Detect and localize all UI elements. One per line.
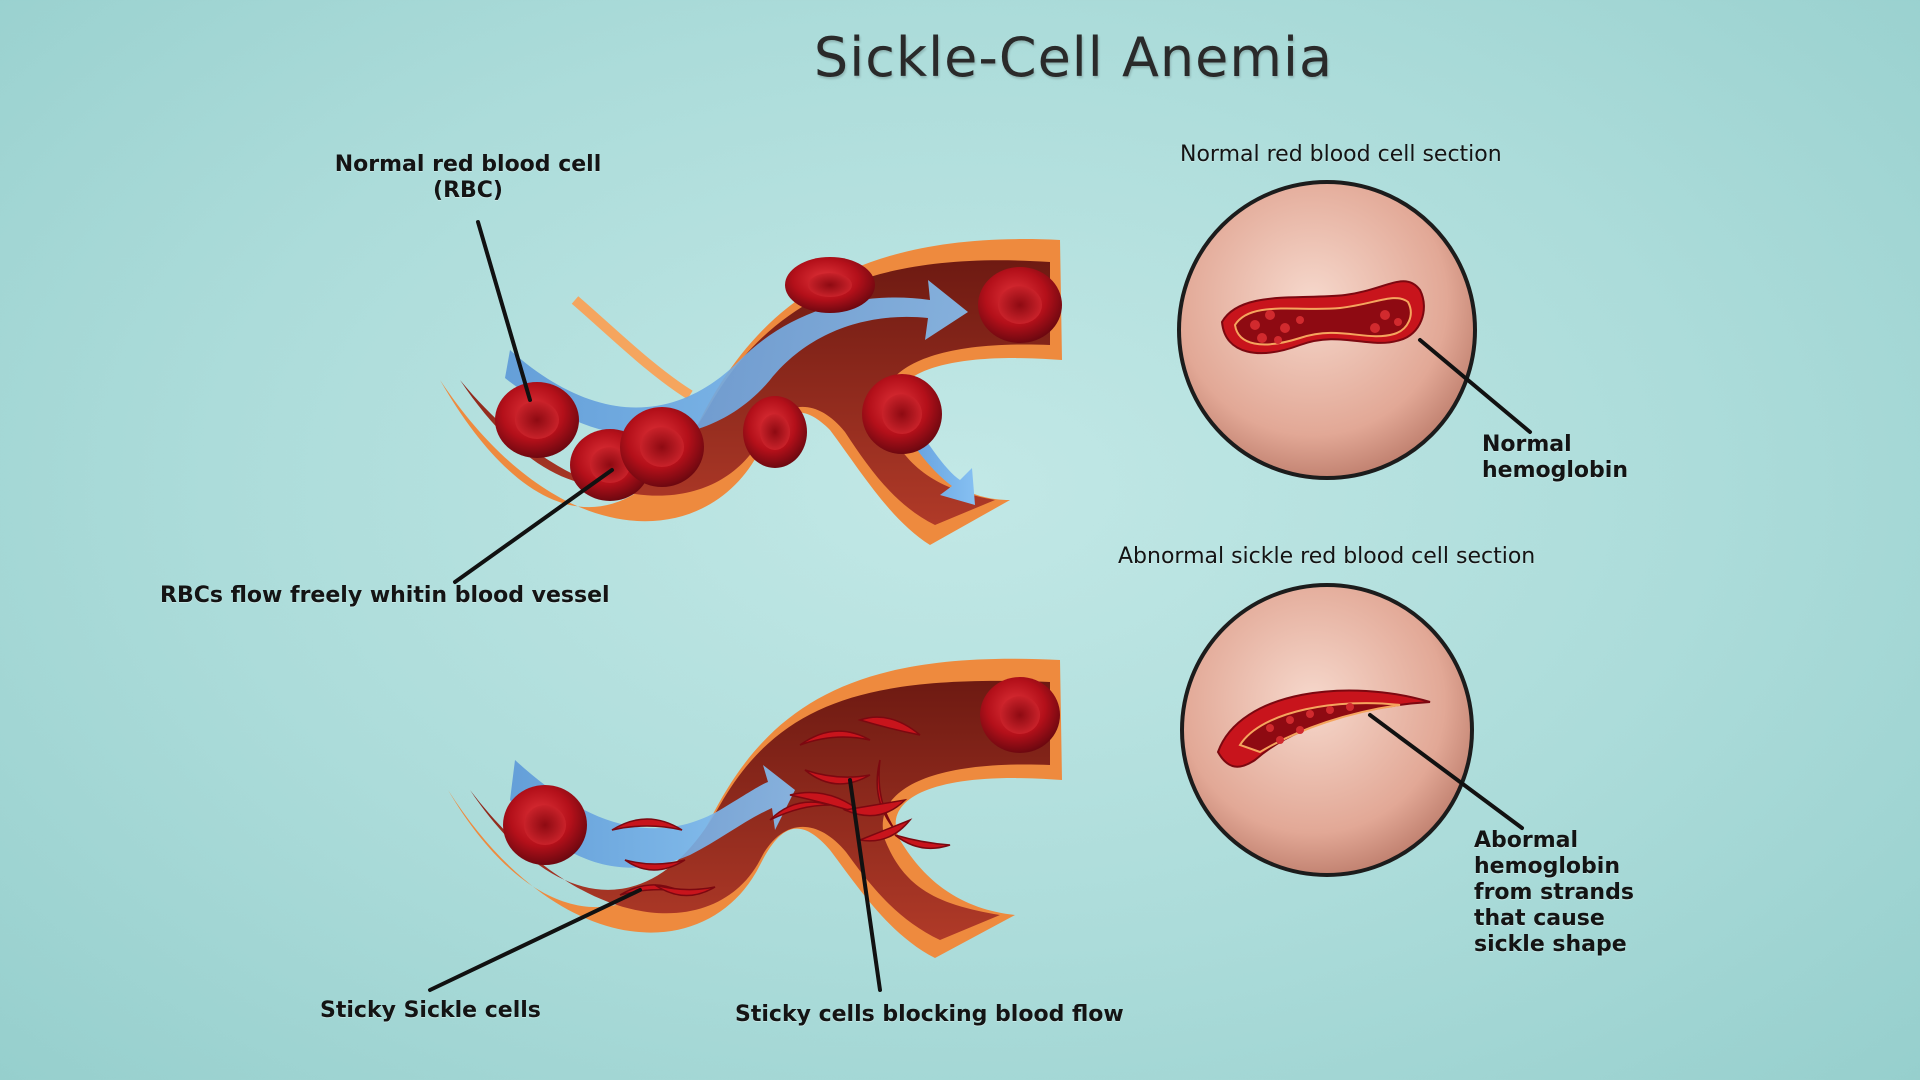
normal-red-blood-cells-bottom — [503, 677, 1060, 865]
label-sticky-sickle: Sticky Sickle cells — [320, 998, 541, 1023]
label-normal-rbc: Normal red blood cell (RBC) — [318, 152, 618, 204]
top-vessel-rim — [571, 296, 693, 400]
label-normal-rbc-line1: Normal red blood cell — [334, 152, 602, 177]
label-abnormal-hb-line4: that cause — [1474, 906, 1605, 931]
leader-normal-hemoglobin — [1418, 338, 1532, 434]
top-flow-arrow-main — [505, 280, 968, 437]
leader-blocking — [848, 778, 882, 992]
label-abnormal-hemoglobin: Abormal hemoglobin from strands that cau… — [1474, 828, 1634, 958]
sickle-cells-bottom — [611, 716, 951, 897]
abnormal-rbc-section-circle — [1180, 583, 1474, 877]
label-normal-rbc-line2: (RBC) — [433, 178, 503, 203]
top-blood-vessel — [440, 239, 1062, 545]
label-abnormal-hb-line5: sickle shape — [1474, 932, 1627, 957]
label-normal-hemoglobin-line1: Normal — [1482, 432, 1572, 457]
leader-lines — [428, 220, 1532, 992]
normal-rbc-section-circle — [1177, 180, 1477, 480]
leader-normal-rbc — [476, 220, 532, 402]
bottom-blood-vessel — [448, 658, 1062, 958]
label-blocking: Sticky cells blocking blood flow — [735, 1002, 1124, 1027]
label-abnormal-hb-line1: Abormal — [1474, 828, 1579, 853]
label-abnormal-section: Abnormal sickle red blood cell section — [1118, 544, 1536, 569]
label-normal-hemoglobin-line2: hemoglobin — [1482, 458, 1628, 483]
leader-flow-freely — [453, 468, 614, 584]
label-normal-section: Normal red blood cell section — [1180, 142, 1502, 167]
label-abnormal-hb-line2: hemoglobin — [1474, 854, 1620, 879]
label-normal-hemoglobin: Normal hemoglobin — [1482, 432, 1628, 484]
label-flow-freely: RBCs flow freely whitin blood vessel — [160, 583, 610, 608]
label-abnormal-hb-line3: from strands — [1474, 880, 1634, 905]
leader-abnormal-hemoglobin — [1368, 713, 1524, 830]
leader-sticky-sickle — [428, 888, 642, 992]
diagram-title: Sickle-Cell Anemia — [813, 26, 1334, 89]
normal-red-blood-cells-top — [495, 257, 1062, 501]
